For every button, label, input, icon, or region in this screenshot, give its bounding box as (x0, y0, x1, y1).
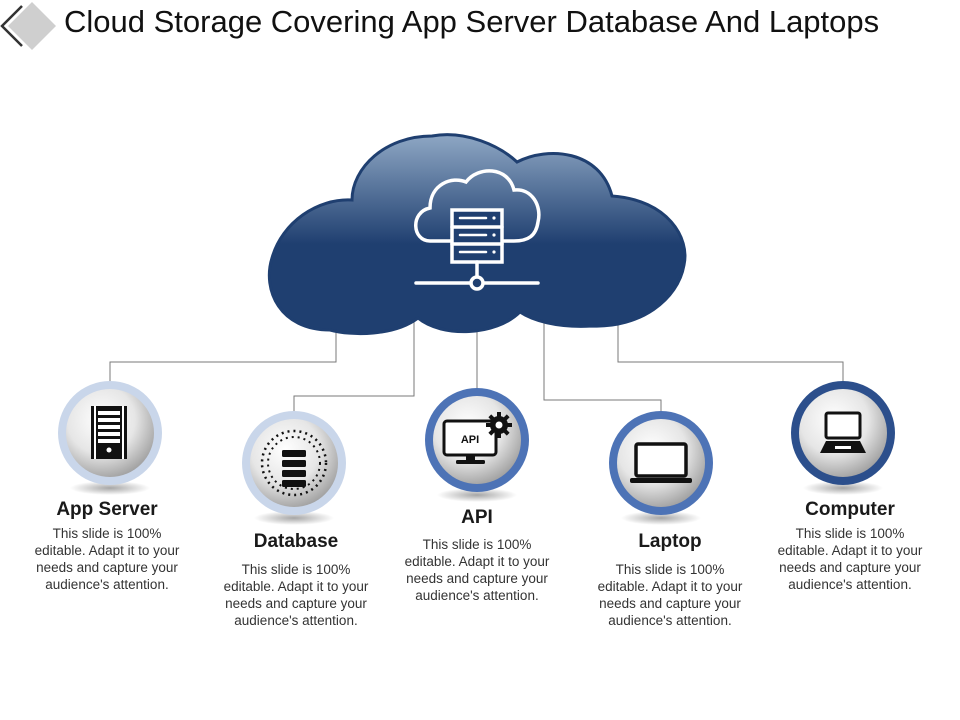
node-database (242, 411, 346, 525)
label-laptop: Laptop (638, 531, 702, 552)
server-tower-icon (91, 406, 127, 459)
desc-line: editable. Adapt it to your (777, 543, 923, 558)
desc-line: audience's attention. (45, 577, 169, 592)
diamond-arrow-icon (0, 0, 64, 56)
desc-line: audience's attention. (234, 613, 358, 628)
node-app-server (58, 381, 162, 495)
desc-line: editable. Adapt it to your (597, 579, 743, 594)
desc-line: This slide is 100% (615, 562, 725, 577)
desc-line: audience's attention. (608, 613, 732, 628)
slide-title: Cloud Storage Covering App Server Databa… (64, 4, 880, 39)
cloud-server-network-icon (414, 169, 541, 291)
gear-icon (486, 412, 512, 438)
label-computer: Computer (805, 499, 895, 520)
node-api: API (425, 388, 529, 502)
desc-computer: This slide is 100% editable. Adapt it to… (765, 525, 935, 593)
database-icon (260, 429, 328, 497)
desc-line: needs and capture your (36, 560, 178, 575)
node-shadow (803, 481, 883, 495)
desc-line: needs and capture your (225, 596, 367, 611)
label-api: API (461, 507, 493, 528)
desc-line: audience's attention. (415, 588, 539, 603)
desc-line: needs and capture your (406, 571, 548, 586)
node-shadow (254, 511, 334, 525)
desc-line: editable. Adapt it to your (34, 543, 180, 558)
desc-line: needs and capture your (779, 560, 921, 575)
node-shadow (621, 511, 701, 525)
desc-database: This slide is 100% editable. Adapt it to… (211, 561, 381, 629)
desc-laptop: This slide is 100% editable. Adapt it to… (585, 561, 755, 629)
connector-line (109, 322, 337, 381)
node-shadow (70, 481, 150, 495)
desc-line: editable. Adapt it to your (223, 579, 369, 594)
connector-line (543, 318, 662, 411)
node-shadow (437, 488, 517, 502)
desc-line: editable. Adapt it to your (404, 554, 550, 569)
title-bar: Cloud Storage Covering App Server Databa… (0, 0, 960, 56)
desc-app-server: This slide is 100% editable. Adapt it to… (22, 525, 192, 593)
connector-line (293, 318, 415, 411)
label-app-server: App Server (56, 499, 158, 520)
node-laptop (609, 411, 713, 525)
node-computer (791, 381, 895, 495)
desc-line: This slide is 100% (241, 562, 351, 577)
desc-line: audience's attention. (788, 577, 912, 592)
desc-line: needs and capture your (599, 596, 741, 611)
laptop-icon (630, 442, 692, 483)
label-database: Database (253, 531, 339, 552)
computer-icon (820, 411, 866, 453)
api-icon-text: API (461, 434, 479, 446)
api-monitor-gear-icon: API (442, 412, 512, 464)
connector-line (617, 318, 844, 381)
desc-line: This slide is 100% (52, 526, 162, 541)
connector-lines (109, 318, 844, 411)
desc-line: This slide is 100% (795, 526, 905, 541)
desc-api: This slide is 100% editable. Adapt it to… (392, 536, 562, 604)
desc-line: This slide is 100% (422, 537, 532, 552)
